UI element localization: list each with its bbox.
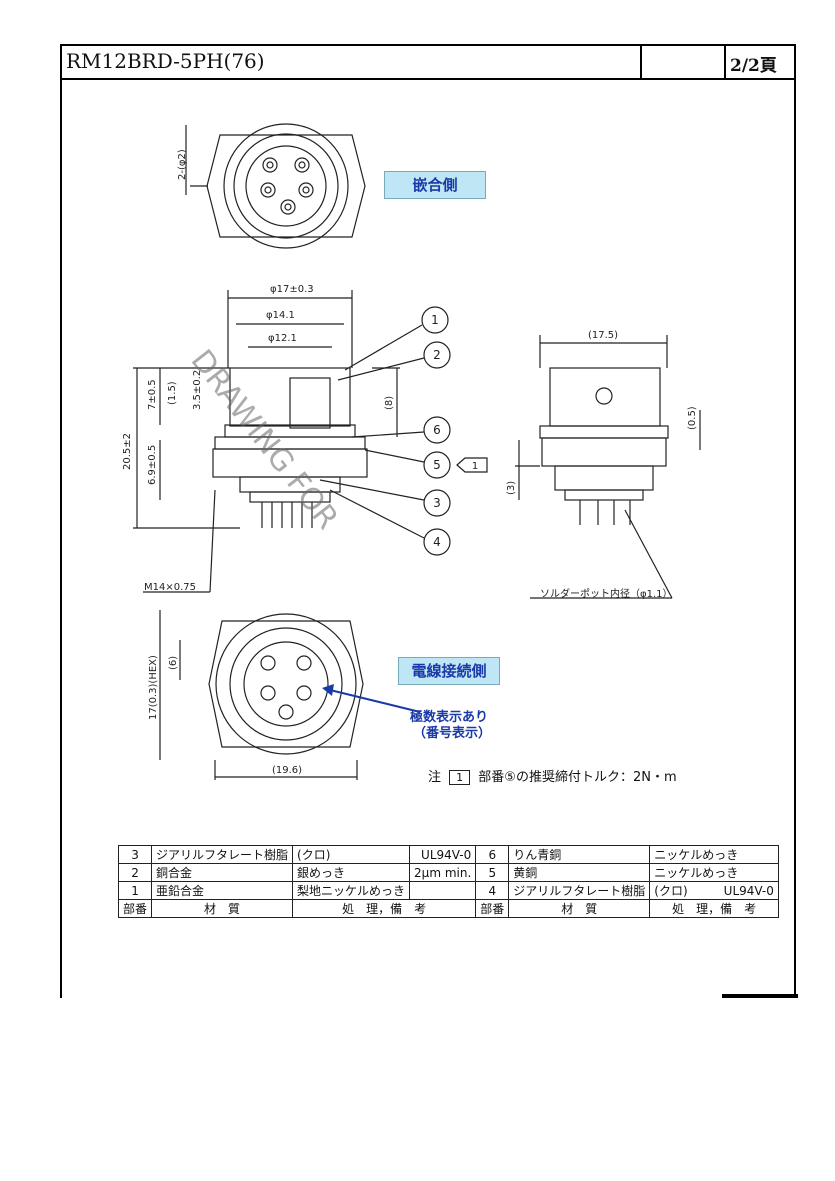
title-block: RM12BRD-5PH(76) 2/2頁 (62, 46, 794, 80)
side-section-view (133, 290, 400, 593)
part-no: 1 (117, 881, 153, 900)
note-flag-label: 1 (472, 461, 478, 472)
part-finish: ニッケルめっき (649, 863, 779, 882)
wire-side-label: 電線接続側 (398, 657, 500, 685)
right-side-view (515, 335, 701, 599)
part-finish: 銀めっき (292, 863, 411, 882)
parts-table: 3 ジアリルフタレート樹脂 (クロ) UL94V-0 6 りん青銅 ニッケルめっ… (117, 845, 779, 918)
table-row: 1 亜鉛合金 梨地ニッケルめっき 4 ジアリルフタレート樹脂 (クロ) UL94… (117, 881, 779, 900)
frame-bottom-bar (722, 994, 798, 998)
header-finish: 処 理，備 考 (649, 899, 779, 918)
dim-text: 3.5±0.2 (192, 370, 203, 410)
table-row: 2 銅合金 銀めっき 2μm min. 5 黄銅 ニッケルめっき (117, 863, 779, 882)
part-material: ジアリルフタレート樹脂 (508, 881, 651, 900)
part-finish: ニッケルめっき (649, 845, 779, 864)
dim-text: (1.5) (167, 381, 178, 405)
dim-text: 20.5±2 (122, 433, 133, 470)
balloon-label: 4 (433, 535, 441, 549)
part-spec (409, 881, 477, 900)
dim-text: (19.6) (272, 765, 302, 776)
dim-text: 17(0.3)(HEX) (148, 655, 159, 720)
wire-side-view (159, 610, 364, 780)
part-finish: 梨地ニッケルめっき (292, 881, 411, 900)
dim-text: (17.5) (588, 330, 618, 341)
part-no: 5 (475, 863, 510, 882)
dim-text: 7±0.5 (147, 379, 158, 410)
balloon-label: 6 (433, 423, 441, 437)
header-finish: 処 理，備 考 (292, 899, 477, 918)
drawing-title: RM12BRD-5PH(76) (66, 49, 265, 73)
dim-text: 2-(φ2) (177, 149, 188, 180)
dim-text: φ17±0.3 (270, 284, 314, 295)
dim-text: (0.5) (687, 406, 698, 430)
header-material: 材 質 (508, 899, 651, 918)
watermark: DRAWING FOR (184, 343, 345, 536)
table-row: 3 ジアリルフタレート樹脂 (クロ) UL94V-0 6 りん青銅 ニッケルめっ… (117, 845, 779, 864)
balloon-label: 1 (431, 313, 439, 327)
mating-side-label: 嵌合側 (384, 171, 486, 199)
part-no: 4 (475, 881, 510, 900)
part-finish: (クロ) UL94V-0 (649, 881, 779, 900)
header-divider (640, 46, 642, 78)
part-material: ジアリルフタレート樹脂 (151, 845, 294, 864)
header-divider (724, 46, 726, 78)
dim-text: φ12.1 (268, 333, 297, 344)
dim-text: (8) (384, 396, 395, 410)
mating-side-view (185, 123, 366, 249)
torque-note: 注 1 部番⑤の推奨締付トルク：2N・m (428, 766, 677, 785)
part-no: 2 (117, 863, 153, 882)
header-no: 部番 (117, 899, 153, 918)
balloons (319, 306, 488, 556)
part-material: りん青銅 (508, 845, 651, 864)
polarity-note-line2: （番号表示） (413, 726, 492, 741)
dim-text: 6.9±0.5 (147, 445, 158, 485)
part-spec: 2μm min. (409, 863, 477, 882)
part-no: 3 (117, 845, 153, 864)
dim-text: (6) (168, 656, 179, 670)
part-spec: UL94V-0 (409, 845, 477, 864)
dim-text: (3) (506, 481, 517, 495)
polarity-arrow (329, 689, 421, 713)
page-number: 2/2頁 (730, 56, 777, 76)
dim-text: φ14.1 (266, 310, 295, 321)
balloon-label: 3 (433, 496, 441, 510)
part-material: 黄銅 (508, 863, 651, 882)
polarity-note-line1: 極数表示あり (410, 710, 489, 725)
dim-text: ソルダーポット内径（φ1.1） (540, 587, 673, 600)
part-finish: (クロ) (292, 845, 411, 864)
table-header-row: 部番 材 質 処 理，備 考 部番 材 質 処 理，備 考 (117, 899, 779, 918)
note-text: 部番⑤の推奨締付トルク：2N・m (478, 770, 677, 785)
balloon-label: 2 (433, 348, 441, 362)
note-flag: 1 (449, 770, 471, 785)
part-material: 銅合金 (151, 863, 294, 882)
drawing-frame: RM12BRD-5PH(76) 2/2頁 (60, 44, 796, 998)
header-material: 材 質 (151, 899, 294, 918)
part-material: 亜鉛合金 (151, 881, 294, 900)
dim-text: M14×0.75 (144, 582, 196, 593)
header-no: 部番 (475, 899, 510, 918)
balloon-label: 5 (433, 458, 441, 472)
part-no: 6 (475, 845, 510, 864)
note-prefix: 注 (428, 770, 442, 785)
